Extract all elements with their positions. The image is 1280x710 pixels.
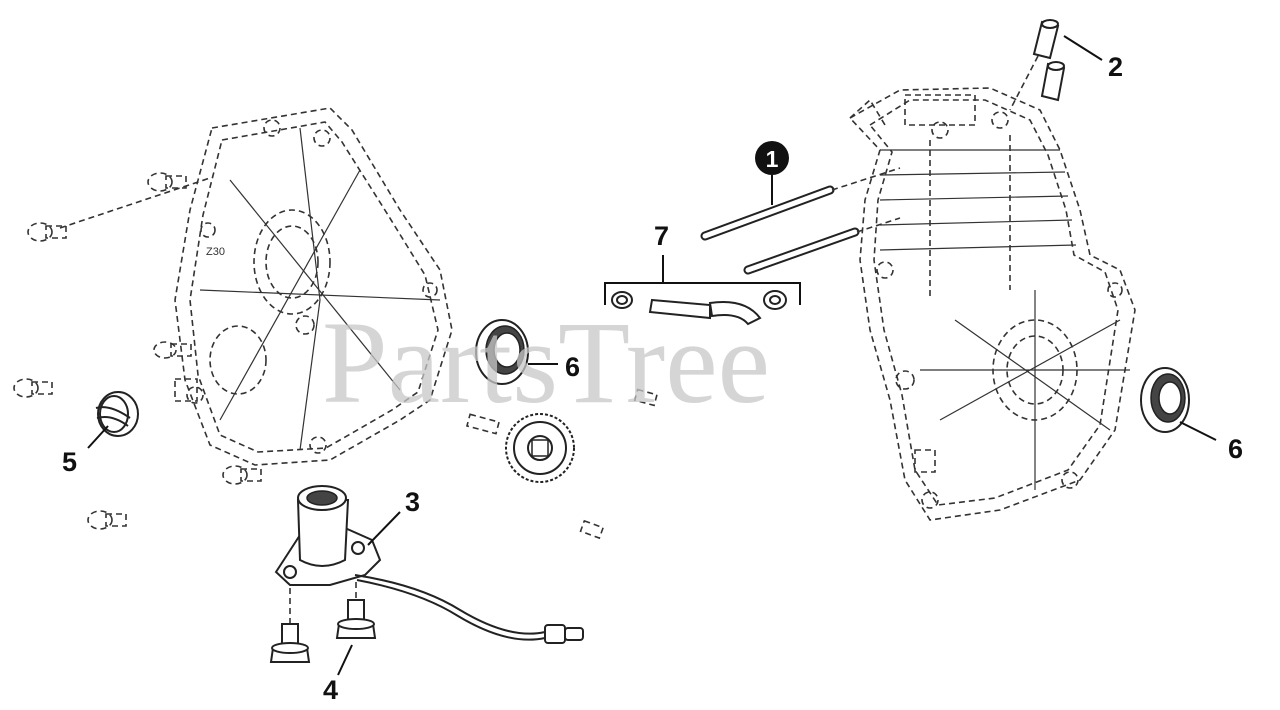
- governor-gear: [505, 413, 575, 483]
- callout-3-label: 3: [405, 487, 420, 517]
- dowel-pins: [465, 388, 658, 540]
- oil-seal-left: [475, 319, 529, 385]
- cover-bolts: [13, 172, 262, 530]
- breather-hose-kit: [604, 255, 801, 326]
- sensor-bolts: [269, 582, 377, 663]
- casting-mark: Z30: [206, 246, 225, 258]
- callout-7-label: 7: [654, 221, 669, 251]
- push-rods: [700, 167, 901, 275]
- oil-seal-right: [1140, 367, 1190, 433]
- callout-1: 1: [755, 141, 789, 175]
- callout-1-label: 1: [766, 146, 779, 172]
- watermark: PartsTree: [322, 297, 770, 428]
- oil-sensor-assembly: [274, 485, 584, 644]
- callout-leaders: [87, 35, 1217, 676]
- callout-6-left-label: 6: [565, 352, 580, 382]
- dowel-pins-top: [1009, 19, 1066, 111]
- callout-4-label: 4: [323, 675, 338, 705]
- callout-5-label: 5: [62, 447, 77, 477]
- callout-6-right-label: 6: [1228, 434, 1243, 464]
- engine-block: [848, 87, 1136, 521]
- oil-fill-cap: [95, 391, 139, 437]
- callout-2-label: 2: [1108, 52, 1123, 82]
- crankcase-cover: Z30: [174, 107, 453, 466]
